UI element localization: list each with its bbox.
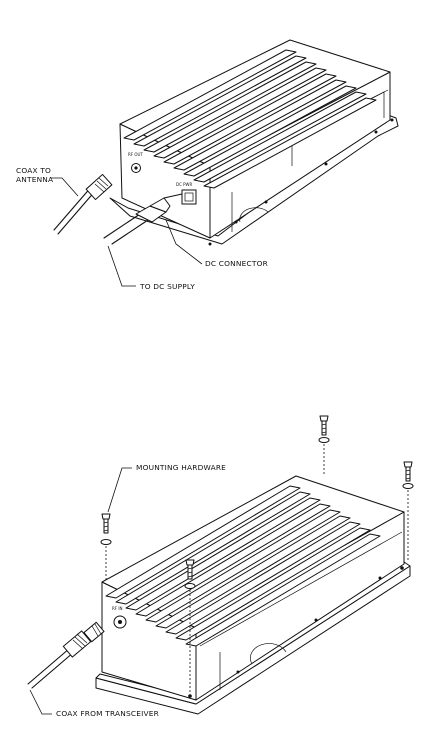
rf-out-label: RF OUT (128, 152, 143, 157)
coax-to-antenna-label-1: COAX TO (16, 166, 51, 175)
top-diagram: RF OUT DC PWR COAX TO ANTENNA DC CONNECT… (16, 40, 398, 291)
to-dc-supply-label: TO DC SUPPLY (139, 282, 195, 291)
mounting-screw-left (101, 514, 111, 580)
amplifier-unit-bottom: RF IN (96, 476, 410, 714)
dc-pwr-label: DC PWR (176, 182, 193, 187)
coax-antenna-cable (54, 174, 112, 234)
mounting-washer (185, 584, 195, 589)
mounting-screw-rear (319, 416, 329, 476)
mounting-washer (101, 540, 111, 545)
mounting-washer (319, 438, 329, 443)
bottom-diagram: RF IN (28, 416, 413, 718)
rf-in-label: RF IN (112, 606, 123, 611)
coax-from-transceiver-label: COAX FROM TRANSCEIVER (56, 709, 159, 718)
dc-connector-socket (182, 190, 196, 204)
mounting-hardware-label: MOUNTING HARDWARE (136, 463, 226, 472)
mounting-washer (403, 484, 413, 489)
coax-transceiver-cable (28, 622, 104, 688)
coax-from-transceiver-leader (30, 690, 52, 714)
coax-cable (54, 186, 92, 230)
mounting-hardware-leader (108, 468, 132, 512)
coax-cable (28, 648, 70, 684)
dc-connector-label: DC CONNECTOR (205, 259, 268, 268)
coax-to-antenna-leader (50, 178, 78, 196)
coax-to-antenna-label-2: ANTENNA (16, 175, 53, 184)
to-dc-supply-leader (108, 246, 136, 286)
